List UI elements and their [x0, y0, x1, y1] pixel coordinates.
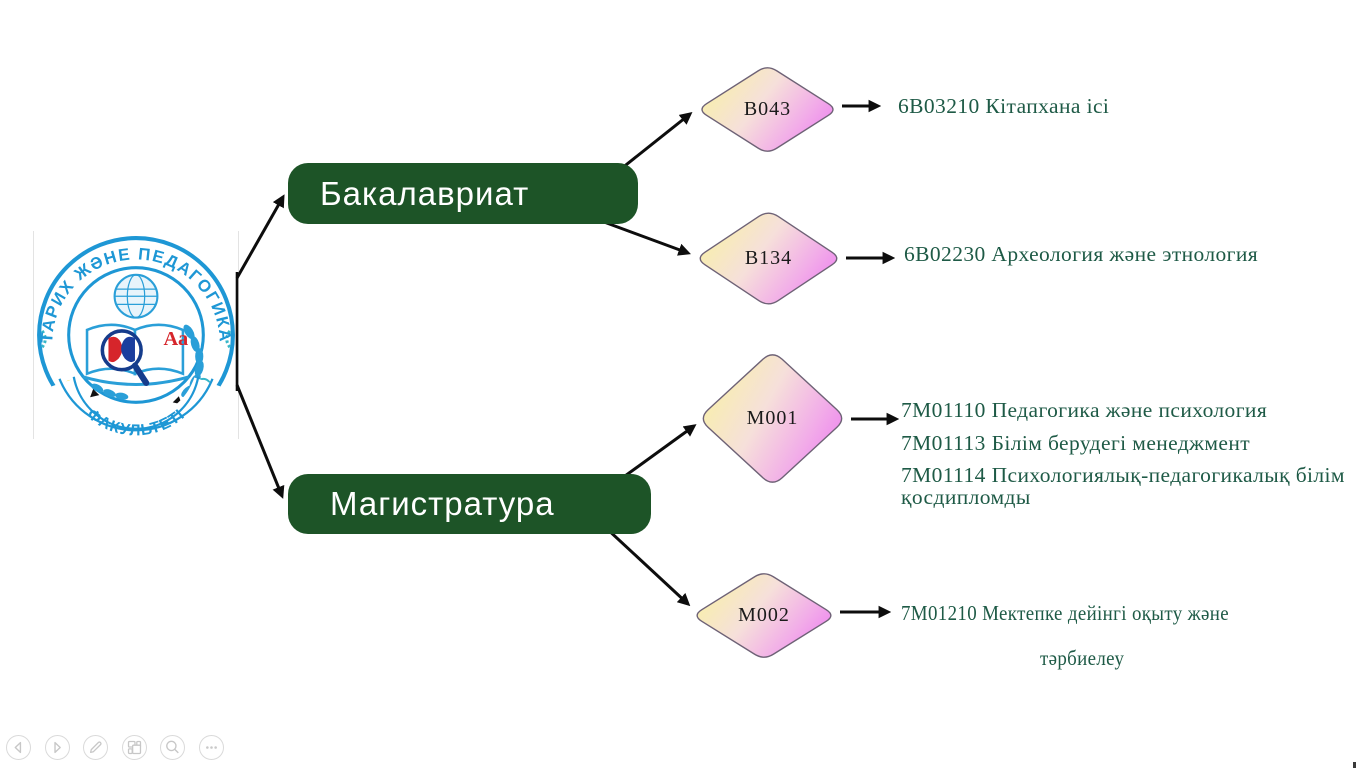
group-node-b134: B134 [694, 209, 843, 308]
screen-edge-artifact [1353, 762, 1356, 768]
pen-tools-button[interactable] [83, 735, 108, 760]
see-all-slides-button[interactable] [121, 735, 147, 760]
program-label: 6B03210 Кітапхана ісі [898, 94, 1110, 118]
group-node-b043: B043 [696, 64, 839, 155]
group-code: B134 [744, 247, 793, 269]
magnifier-icon [166, 740, 179, 754]
logo-book-text: Аа [164, 328, 189, 350]
group-code: M002 [738, 604, 790, 626]
magnifier-profiles-icon [100, 329, 150, 386]
next-slide-button[interactable] [44, 735, 70, 760]
level-label: Магистратура [330, 485, 555, 522]
group-node-m001: M001 [697, 349, 848, 488]
previous-slide-button[interactable] [6, 735, 31, 760]
group-code: M001 [746, 407, 799, 429]
program-label: 7М01114 Психологиялық-педагогикалық білі… [901, 463, 1345, 509]
program-label: 7М01110 Педагогика және психология [901, 398, 1268, 422]
ellipsis-icon [205, 746, 217, 749]
all-slides-icon [127, 740, 141, 755]
pen-icon [89, 741, 102, 754]
logo-ribbon: ФАКУЛЬТЕТІ [51, 376, 221, 439]
program-label-continued: тәрбиелеу [1040, 646, 1125, 670]
chevron-left-icon [14, 741, 22, 754]
group-node-m002: M002 [691, 570, 837, 661]
level-label: Бакалавриат [320, 174, 530, 212]
chevron-right-icon [53, 741, 61, 754]
program-label: 7М01113 Білім берудегі менеджмент [901, 431, 1251, 455]
program-label: 7М01210 Мектепке дейінгі оқыту және [901, 601, 1230, 625]
level-box-master: Магистратура [288, 474, 651, 534]
faculty-emblem-icon: ТАРИХ ЖӘНЕ ПЕДАГОГИКА Аа [37, 236, 235, 439]
program-label: 6B02230 Археология және этнология [904, 242, 1259, 266]
faculty-logo: ТАРИХ ЖӘНЕ ПЕДАГОГИКА Аа [33, 231, 239, 439]
more-options-button[interactable] [198, 735, 224, 760]
group-code: B043 [743, 98, 792, 120]
zoom-slide-button[interactable] [160, 735, 185, 760]
level-box-bachelor: Бакалавриат [288, 163, 638, 224]
